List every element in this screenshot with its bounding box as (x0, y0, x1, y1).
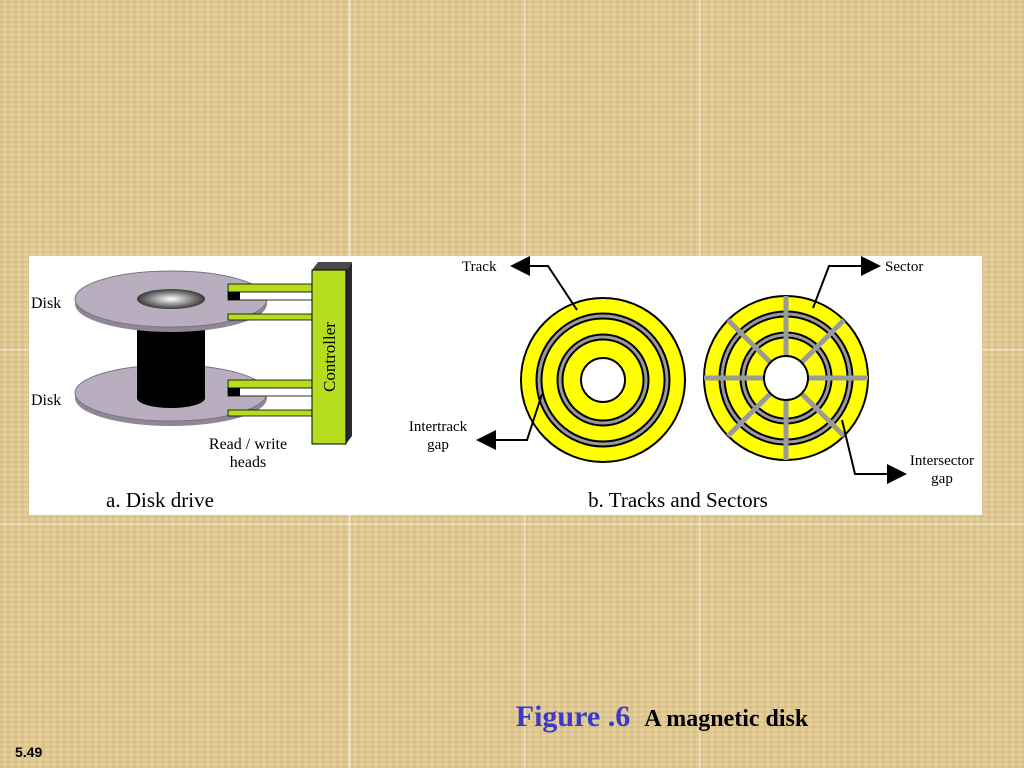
intersector-label-line1: Intersector (910, 453, 974, 469)
heads-label-line1: Read / write (209, 436, 287, 453)
track-arrow (510, 256, 578, 311)
intertrack-label-line2: gap (427, 437, 449, 453)
heads-label-line2: heads (230, 454, 266, 471)
disk-top-label: Disk (31, 295, 61, 312)
track-label: Track (462, 259, 497, 275)
spindle-base (137, 388, 205, 408)
sectors-diagram (703, 295, 869, 461)
tracks-sectors-caption: b. Tracks and Sectors (588, 488, 768, 512)
magnetic-disk-figure: Controller Disk Disk Read / write heads … (29, 256, 982, 515)
figure-title: A magnetic disk (644, 706, 809, 732)
sector-label: Sector (885, 259, 923, 275)
controller-label: Controller (320, 322, 339, 392)
disk-bottom-label: Disk (31, 392, 61, 409)
disk-drive-diagram: Controller Disk Disk Read / write heads … (31, 262, 352, 512)
intersector-label-line2: gap (931, 471, 953, 487)
sector-arrow (812, 256, 881, 309)
intertrack-arrow (476, 393, 543, 450)
intertrack-label-line1: Intertrack (409, 419, 468, 435)
intersector-arrow (841, 419, 907, 484)
figure-number: Figure .6 (515, 700, 631, 733)
slide-number: 5.49 (15, 744, 43, 760)
background-grid-line (0, 523, 1024, 525)
figure-caption: Figure .6 A magnetic disk (0, 700, 1024, 734)
tracks-diagram (520, 297, 686, 463)
disk-drive-caption: a. Disk drive (106, 488, 214, 512)
spindle-hole (137, 289, 205, 309)
controller: Controller (311, 262, 352, 445)
